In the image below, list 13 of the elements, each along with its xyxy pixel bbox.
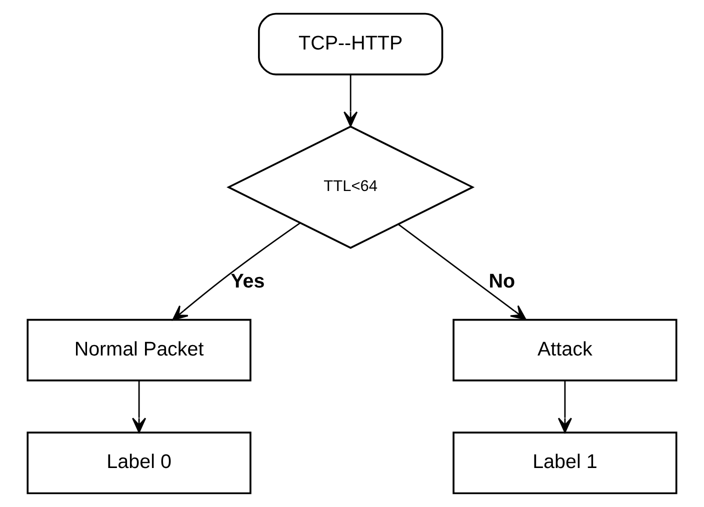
arrow <box>398 224 526 320</box>
edge-label: Yes <box>230 270 265 293</box>
node-diamond: TTL<64 <box>226 126 475 249</box>
arrow <box>344 74 358 127</box>
node-box: Attack <box>452 318 678 382</box>
node-box: Normal Packet <box>26 318 252 382</box>
node-box: Label 1 <box>452 432 678 494</box>
arrow <box>132 380 146 434</box>
node-box: Label 0 <box>26 432 252 494</box>
edge-label: No <box>488 270 516 293</box>
arrow <box>558 380 572 434</box>
arrow <box>172 222 300 320</box>
node-box: TCP--HTTP <box>258 12 444 76</box>
